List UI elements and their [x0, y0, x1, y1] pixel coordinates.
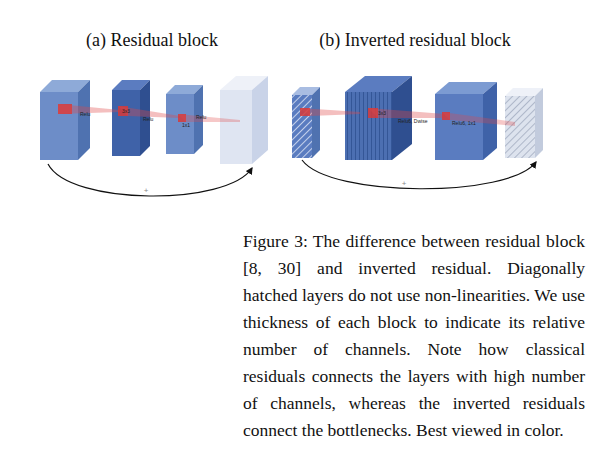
panel-title: (b) Inverted residual block	[319, 30, 510, 51]
inverted-residual-drawing	[292, 76, 543, 189]
layer-label: Relu	[196, 114, 206, 120]
panel-title: (a) Residual block	[86, 30, 218, 51]
layer-label: Relu6, Dwise	[398, 118, 427, 124]
layer-label: Relu6, 1x1	[452, 120, 476, 126]
layer-label: 1x1	[182, 122, 190, 128]
layer-label: 3x3	[122, 108, 130, 114]
layer-label: 3x3	[378, 110, 386, 116]
sum-symbol: +	[144, 186, 149, 195]
layer-label: Relu	[80, 111, 90, 117]
figure-caption: Figure 3: The difference between residua…	[243, 228, 585, 444]
residual-block-drawing	[40, 76, 268, 196]
layer-label: Relu	[143, 116, 153, 122]
sum-symbol: +	[402, 179, 407, 188]
